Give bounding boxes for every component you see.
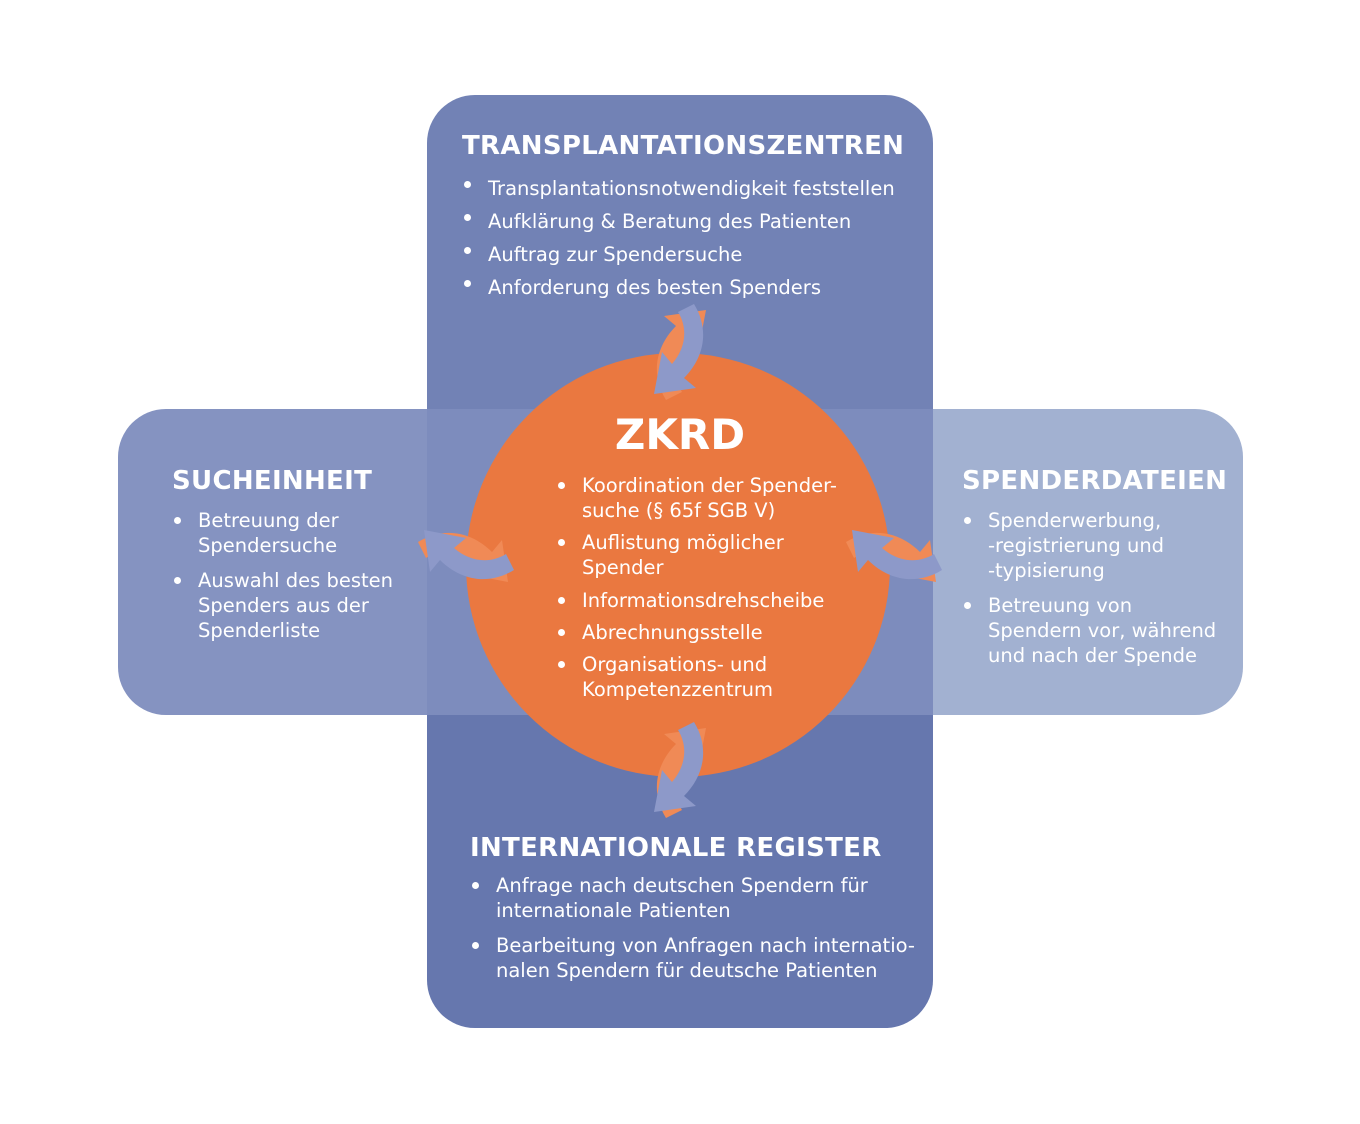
heading-internationale-register: INTERNATIONALE REGISTER: [470, 833, 882, 863]
list-item: Auflistung möglicher Spender: [556, 530, 837, 580]
list-sucheinheit: Betreuung der Spendersuche Auswahl des b…: [172, 508, 393, 643]
list-item: Abrechnungsstelle: [556, 620, 837, 645]
bidirectional-arrows-icon: [418, 530, 514, 582]
list-item: Auswahl des besten Spenders aus der Spen…: [172, 568, 393, 643]
heading-spenderdateien: SPENDERDATEIEN: [962, 466, 1228, 496]
list-item: Bearbeitung von Anfragen nach internatio…: [470, 933, 915, 983]
zkrd-circle: [466, 353, 890, 777]
list-item: Transplantationsnotwendigkeit feststelle…: [462, 172, 895, 205]
list-item: Betreuung der Spendersuche: [172, 508, 393, 558]
list-item: Spenderwerbung, -registrierung und -typi…: [962, 508, 1216, 583]
list-item: Informationsdrehscheibe: [556, 588, 837, 613]
heading-transplantationszentren: TRANSPLANTATIONSZENTREN: [462, 131, 905, 161]
list-item: Anfrage nach deutschen Spendern für inte…: [470, 873, 915, 923]
list-item: Auftrag zur Spendersuche: [462, 238, 895, 271]
bidirectional-arrows-icon: [846, 530, 942, 582]
list-transplantationszentren: Transplantationsnotwendigkeit feststelle…: [462, 172, 895, 304]
heading-sucheinheit: SUCHEINHEIT: [172, 466, 373, 496]
zkrd-title: ZKRD: [614, 410, 746, 459]
bidirectional-arrows-icon: [654, 722, 706, 818]
list-spenderdateien: Spenderwerbung, -registrierung und -typi…: [962, 508, 1216, 668]
list-item: Aufklärung & Beratung des Patienten: [462, 205, 895, 238]
list-item: Anforderung des besten Spenders: [462, 271, 895, 304]
list-item: Organisations- und Kompetenzzentrum: [556, 652, 837, 702]
list-internationale-register: Anfrage nach deutschen Spendern für inte…: [470, 873, 915, 983]
list-item: Betreuung von Spendern vor, während und …: [962, 593, 1216, 668]
list-zkrd: Koordination der Spender- suche (§ 65f S…: [556, 473, 837, 702]
list-item: Koordination der Spender- suche (§ 65f S…: [556, 473, 837, 523]
bidirectional-arrows-icon: [654, 304, 706, 400]
